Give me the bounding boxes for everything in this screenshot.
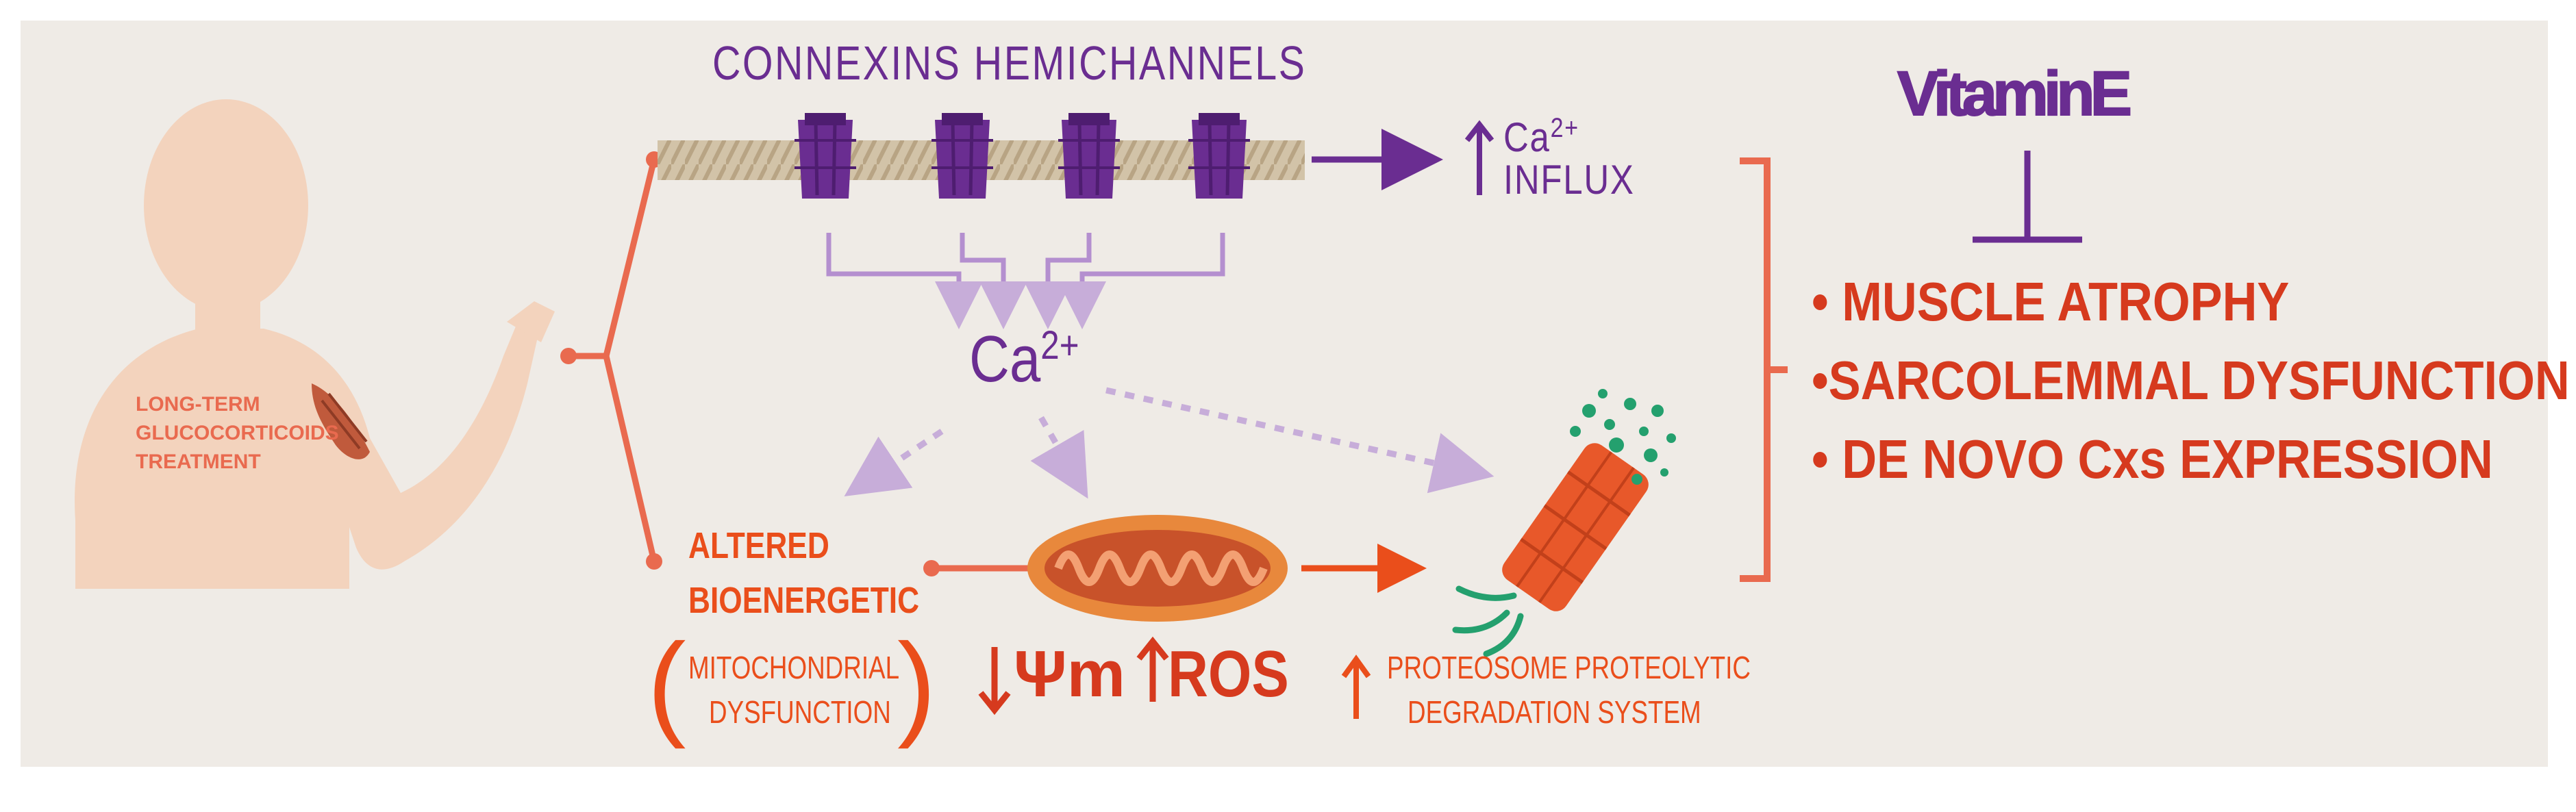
calcium-influx-label: INFLUX	[1503, 157, 1635, 203]
proteosome-label-1: PROTEOSOME PROTEOLYTIC	[1387, 650, 1751, 685]
vitamin-e-label: VitaminE	[1897, 58, 2133, 129]
inhibition-icon	[1973, 151, 2082, 243]
paren-open: (	[647, 620, 686, 750]
up-arrow-icon	[1341, 655, 1371, 719]
mito-connector-node	[923, 560, 940, 576]
proteosome-label-2: DEGRADATION SYSTEM	[1408, 694, 1701, 730]
treatment-label: LONG-TERM GLUCOCORTICOIDS TREATMENT	[136, 393, 339, 473]
down-arrow-icon	[978, 647, 1011, 715]
bioenergetic-label-1: ALTERED	[688, 525, 829, 566]
patient-silhouette	[75, 99, 555, 589]
calcium-ion-label: Ca2+	[969, 322, 1079, 396]
effect-sarcolemmal-dysfunction: •SARCOLEMMAL DYSFUNCTION	[1812, 350, 2570, 411]
mitochondrion-icon	[1027, 515, 1288, 622]
effects-bracket	[1740, 157, 1788, 582]
paren-close: )	[897, 620, 936, 750]
effect-muscle-atrophy: • MUSCLE ATROPHY	[1812, 271, 2290, 332]
hemichannels-title: CONNEXINS HEMICHANNELS	[712, 36, 1307, 90]
mito-dysfunction-1: MITOCHONDRIAL	[688, 650, 900, 685]
ros-label: ROS	[1168, 637, 1289, 711]
up-arrow-icon	[1136, 636, 1169, 702]
hemichannel-icon	[1188, 113, 1250, 199]
calcium-influx-ion: Ca2+	[1503, 113, 1579, 160]
membrane-potential-label: Ψm	[1014, 637, 1126, 711]
calcium-flow-arrows	[826, 233, 1225, 329]
branch-connector	[565, 156, 1034, 572]
branch-node	[560, 348, 577, 364]
bioenergetic-label-2: BIOENERGETIC	[688, 580, 920, 621]
effect-de-novo-cxs-expression: • DE NOVO Cxs EXPRESSION	[1812, 429, 2493, 490]
hemichannel-icon	[931, 113, 993, 199]
muscle-icon	[312, 383, 370, 459]
hemichannel-icon	[795, 113, 856, 199]
mito-dysfunction-2: DYSFUNCTION	[709, 694, 891, 730]
dotted-arrows	[844, 387, 1495, 499]
branch-node-bottom	[646, 553, 662, 570]
hemichannel-icon	[1058, 113, 1120, 199]
proteasome-icon	[1452, 389, 1676, 657]
up-arrow-icon	[1464, 120, 1495, 195]
